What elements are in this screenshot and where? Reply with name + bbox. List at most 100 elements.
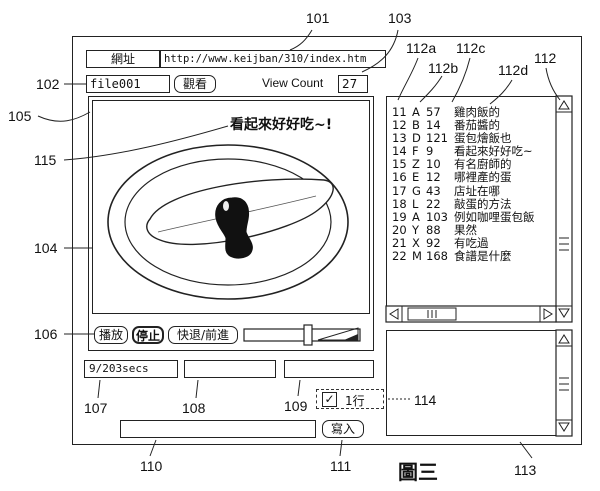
comment-row[interactable]: 18 L 22 敲蛋的方法: [392, 196, 535, 211]
ref-109: 109: [284, 398, 308, 414]
leader-109: [297, 379, 301, 397]
ref-111: 111: [330, 458, 352, 474]
leader-112b: [419, 75, 443, 103]
ref-112c: 112c: [456, 40, 486, 56]
comment-number: 21: [392, 235, 407, 250]
volume-track: [243, 328, 361, 342]
scroll-right-icon: [543, 308, 553, 320]
comment-number: 22: [392, 249, 407, 264]
leader-112: [545, 67, 561, 101]
ref-107: 107: [84, 400, 108, 416]
leader-113: [519, 441, 533, 459]
ref-114: 114: [414, 392, 437, 408]
volume-level-icon: [344, 334, 358, 340]
comment-user: E: [412, 170, 420, 185]
comment-time: 92: [426, 235, 441, 250]
comment-user: D: [412, 131, 421, 146]
comment-number: 13: [392, 131, 407, 146]
ff-rew-button[interactable]: 快退/前進: [168, 326, 238, 344]
comment-user: X: [412, 235, 420, 250]
comment-time: 14: [426, 118, 441, 133]
leader-112a: [397, 57, 419, 101]
ketchup-highlight: [223, 201, 229, 211]
ff-rew-button-label: 快退/前進: [176, 328, 230, 342]
comment-text: 敲蛋的方法: [454, 196, 512, 211]
url-text: http://www.keijban/310/index.htm: [164, 53, 367, 65]
comment-time: 88: [426, 222, 441, 237]
ketchup-figure: [215, 197, 253, 259]
view-count-value: 27: [342, 77, 358, 91]
ref-112b: 112b: [428, 60, 459, 76]
ref-105: 105: [8, 108, 32, 124]
comment-user: F: [412, 144, 419, 159]
comment-row[interactable]: 17 G 43 店址在哪: [392, 183, 535, 198]
play-button[interactable]: 播放: [94, 326, 128, 344]
ref-110: 110: [140, 458, 163, 474]
status-field-108: [184, 360, 276, 378]
comment-number: 18: [392, 196, 407, 211]
leader-115: [63, 125, 229, 161]
comment-user: M: [412, 249, 422, 264]
video-caption: 看起來好好吃~!: [230, 117, 333, 133]
comment-time: 22: [426, 196, 441, 211]
ref-101: 101: [306, 10, 330, 26]
ref-113: 113: [514, 462, 537, 478]
plate-outer: [107, 144, 349, 300]
ref-104: 104: [34, 240, 58, 256]
scroll-left-icon: [389, 308, 399, 320]
write-button[interactable]: 寫入: [322, 420, 364, 438]
ref-102: 102: [36, 76, 60, 92]
comment-text: 有名廚師的: [454, 157, 512, 172]
comment-user: A: [412, 105, 420, 119]
leader-108: [195, 379, 199, 399]
scroll-up-icon: [558, 100, 570, 110]
comment-user: G: [412, 183, 421, 198]
comment-user: L: [412, 196, 419, 211]
leader-112d: [489, 79, 513, 105]
one-line-label: 1行: [345, 394, 365, 408]
figure-caption: 圖三: [398, 460, 438, 484]
comment-number: 17: [392, 183, 407, 198]
status-field-109: [284, 360, 374, 378]
stop-button[interactable]: 停止: [132, 326, 164, 344]
one-line-option[interactable]: ✓ 1行: [316, 389, 384, 409]
comment-user: B: [412, 118, 420, 133]
leader-105: [37, 111, 91, 122]
comment-time: 43: [426, 183, 441, 198]
view-count-label: View Count: [262, 76, 324, 90]
comment-text: 店址在哪: [454, 183, 500, 198]
comment-input[interactable]: [120, 420, 316, 438]
comment-user: A: [412, 209, 420, 224]
comment-text: 雞肉飯的: [454, 105, 500, 119]
view-count-field: 27: [338, 75, 368, 93]
comment-text: 番茄醬的: [454, 118, 500, 133]
watch-button[interactable]: 觀看: [174, 75, 216, 93]
file-name-field[interactable]: file001: [86, 75, 170, 93]
ref-106: 106: [34, 326, 58, 342]
ref-108: 108: [182, 400, 206, 416]
comment-number: 19: [392, 209, 407, 224]
comment-number: 16: [392, 170, 407, 185]
comment-number: 20: [392, 222, 407, 237]
one-line-checkbox[interactable]: ✓: [322, 392, 337, 407]
leader-110: [149, 439, 157, 457]
url-field[interactable]: http://www.keijban/310/index.htm: [160, 50, 386, 68]
ref-112: 112: [534, 50, 557, 66]
ref-112d: 112d: [498, 62, 529, 78]
